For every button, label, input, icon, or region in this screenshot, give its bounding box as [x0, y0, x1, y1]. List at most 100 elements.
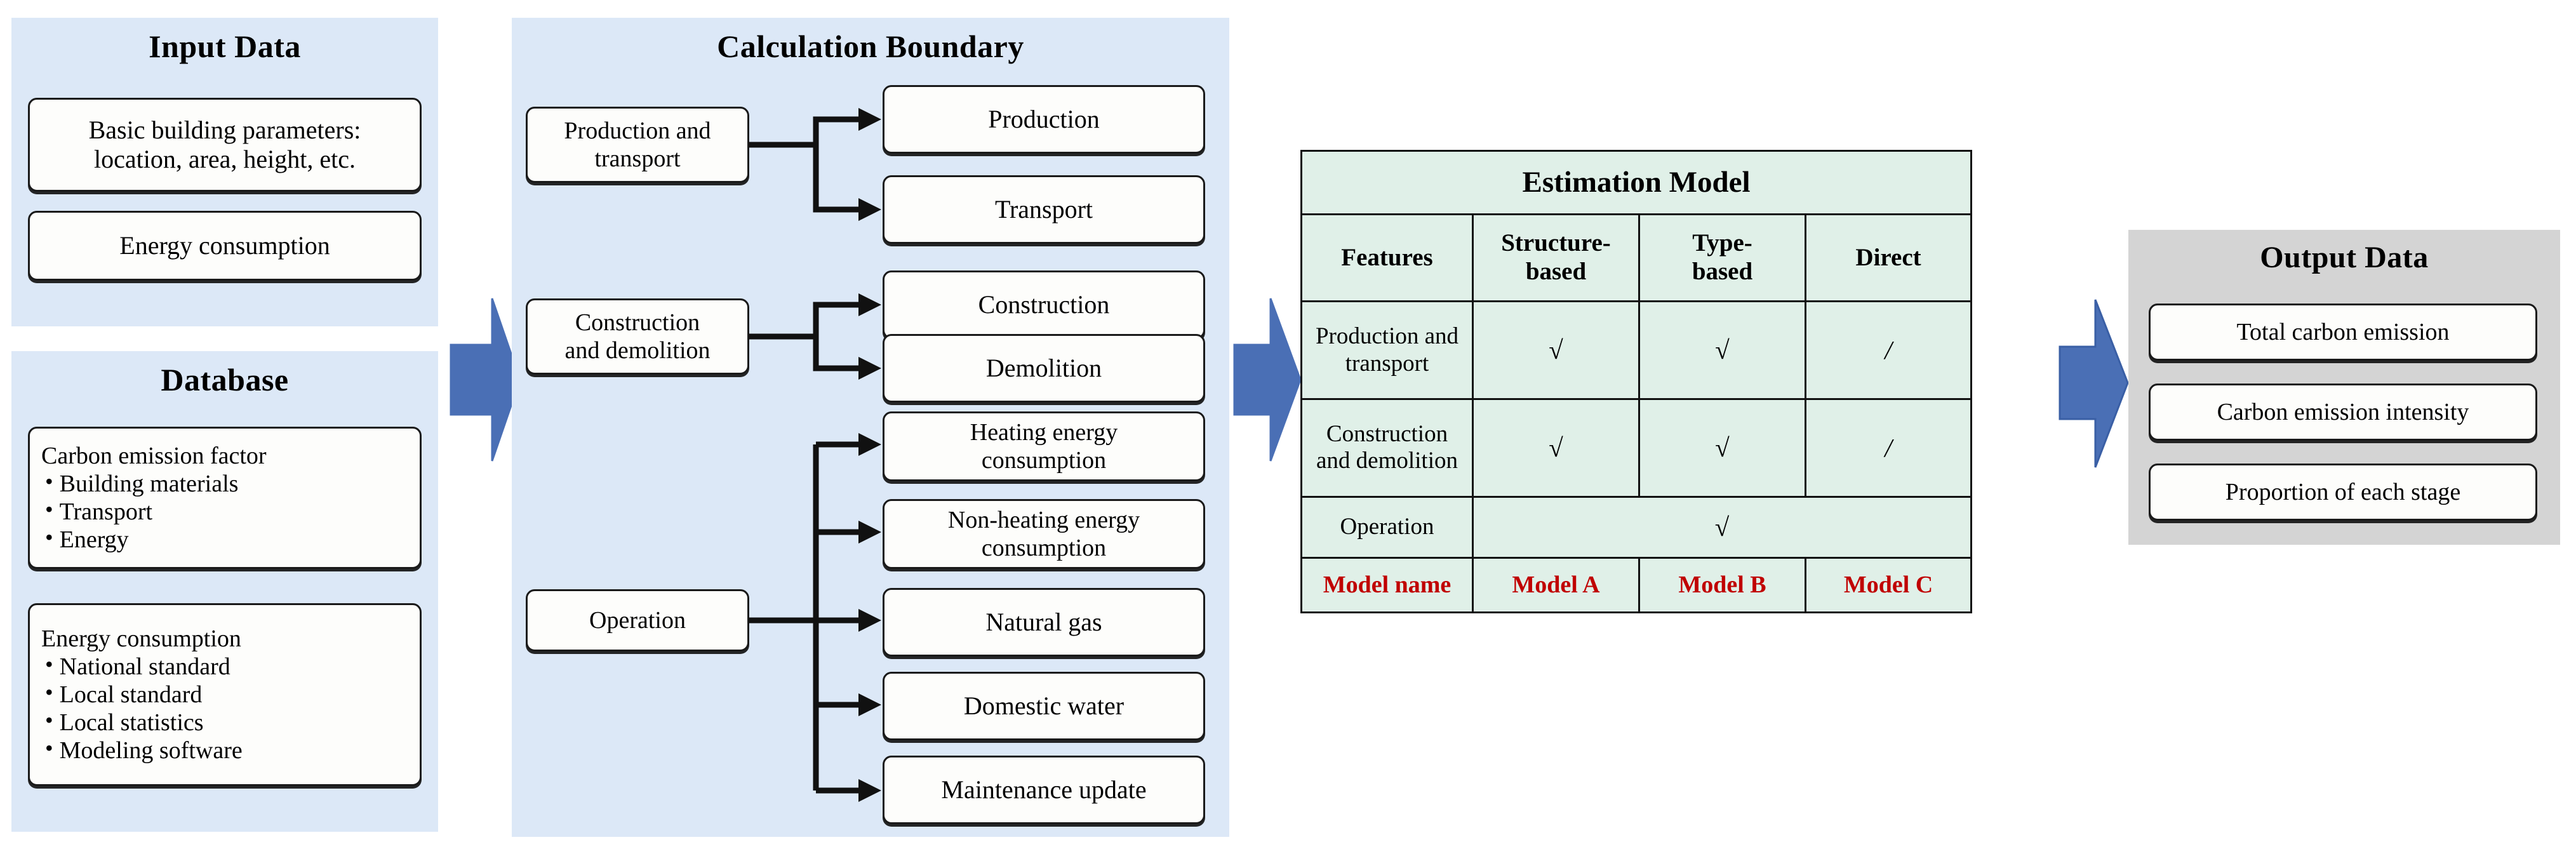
header-line-1: Type-	[1692, 229, 1752, 257]
item-box-maintenance-update[interactable]: Maintenance update	[883, 756, 1205, 824]
output-label: Carbon emission intensity	[2217, 398, 2469, 425]
stage-box-construction-and-demolition[interactable]: Construction and demolition	[526, 298, 749, 375]
stage-label-line-2: transport	[594, 145, 681, 172]
item-label: Natural gas	[985, 607, 1102, 636]
item-label: Construction	[978, 290, 1110, 319]
output-data-title: Output Data	[2260, 241, 2429, 274]
item-label: Demolition	[985, 353, 1102, 382]
database-box-carbon-emission-factor[interactable]: Carbon emission factor •Building materia…	[28, 427, 422, 569]
input-box-basic-building-parameters[interactable]: Basic building parameters: location, are…	[28, 98, 422, 192]
row-label-line-1: Construction	[1326, 420, 1448, 447]
cell-operation-all-models: √	[1471, 495, 1973, 559]
list-item: •Building materials	[41, 470, 408, 498]
stage-label-line-1: Construction	[575, 309, 700, 336]
list-item-label: Local statistics	[59, 709, 204, 737]
cell-construction-structure-based: √	[1472, 397, 1640, 498]
header-line-1: Structure-	[1501, 229, 1611, 257]
list-item-label: Local standard	[59, 681, 203, 708]
list-item: •Local standard	[41, 681, 408, 709]
list-item: •Energy	[41, 526, 408, 554]
output-label: Total carbon emission	[2236, 318, 2450, 345]
row-label-operation: Operation	[1300, 495, 1474, 559]
item-label-line-2: consumption	[981, 447, 1107, 474]
stage-box-production-and-transport[interactable]: Production and transport	[526, 107, 749, 183]
bullet-icon: •	[45, 735, 53, 761]
list-item-label: Transport	[59, 498, 153, 525]
list-item: •Modeling software	[41, 737, 408, 764]
header-line-2: based	[1692, 258, 1753, 286]
row-label-line-2: and demolition	[1316, 448, 1458, 474]
item-box-non-heating-energy-consumption[interactable]: Non-heating energy consumption	[883, 499, 1205, 569]
item-label-line-1: Heating energy	[970, 418, 1118, 446]
item-box-demolition[interactable]: Demolition	[883, 334, 1205, 403]
calculation-boundary-title: Calculation Boundary	[717, 29, 1024, 64]
list-item-label: National standard	[59, 653, 230, 680]
item-box-domestic-water[interactable]: Domestic water	[883, 672, 1205, 740]
stage-label-line-1: Operation	[589, 606, 686, 634]
list-item-label: Energy	[59, 526, 129, 554]
cell-model-a: Model A	[1472, 557, 1640, 613]
cell-construction-direct: /	[1804, 397, 1973, 498]
column-header-structure-based: Structure- based	[1472, 213, 1640, 303]
database-box-energy-consumption-sources[interactable]: Energy consumption •National standard •L…	[28, 603, 422, 786]
cell-model-c: Model C	[1804, 557, 1973, 613]
table-row-header: Features Structure- based Type- based Di…	[1300, 213, 1973, 303]
cell-model-b: Model B	[1638, 557, 1806, 613]
arrow-model-to-output-icon	[2059, 299, 2129, 468]
arrow-input-to-boundary-icon	[450, 298, 521, 462]
row-label-production-and-transport: Production and transport	[1300, 300, 1474, 400]
input-energy-consumption-label: Energy consumption	[119, 230, 330, 260]
energy-consumption-list: •National standard •Local standard •Loca…	[41, 653, 408, 764]
header-line-2: based	[1525, 258, 1587, 286]
column-header-type-based: Type- based	[1638, 213, 1806, 303]
table-row-model-name: Model name Model A Model B Model C	[1300, 557, 1973, 613]
item-label-line-2: consumption	[981, 535, 1107, 561]
item-label: Transport	[994, 194, 1093, 224]
carbon-emission-factor-heading: Carbon emission factor	[41, 442, 267, 469]
table-row-production-and-transport: Production and transport √ √ /	[1300, 300, 1973, 400]
column-header-features: Features	[1300, 213, 1474, 303]
bullet-icon: •	[45, 497, 53, 522]
stage-box-operation[interactable]: Operation	[526, 589, 749, 651]
output-label: Proportion of each stage	[2225, 478, 2461, 505]
cell-production-type-based: √	[1638, 300, 1806, 400]
item-box-transport[interactable]: Transport	[883, 175, 1205, 244]
input-box-energy-consumption[interactable]: Energy consumption	[28, 211, 422, 281]
carbon-emission-factor-list: •Building materials •Transport •Energy	[41, 470, 408, 554]
row-label-line-2: transport	[1345, 350, 1429, 377]
table-row-construction-and-demolition: Construction and demolition √ √ /	[1300, 397, 1973, 498]
cell-production-structure-based: √	[1472, 300, 1640, 400]
stage-label-line-1: Production and	[564, 117, 711, 144]
basic-params-line-2: location, area, height, etc.	[93, 145, 356, 173]
bullet-icon: •	[45, 707, 53, 733]
item-box-heating-energy-consumption[interactable]: Heating energy consumption	[883, 411, 1205, 481]
stage-label-line-2: and demolition	[564, 337, 711, 364]
item-label: Production	[988, 104, 1100, 133]
list-item-label: Modeling software	[59, 737, 243, 764]
bullet-icon: •	[45, 468, 53, 494]
item-label: Domestic water	[963, 691, 1124, 720]
input-data-title: Input Data	[149, 29, 301, 64]
list-item: •National standard	[41, 653, 408, 681]
item-label: Maintenance update	[941, 775, 1147, 804]
estimation-model-table[interactable]: Estimation Model Features Structure- bas…	[1300, 150, 1973, 613]
list-item: •Local statistics	[41, 709, 408, 737]
database-title: Database	[161, 362, 289, 397]
list-item-label: Building materials	[59, 470, 239, 497]
estimation-model-title: Estimation Model	[1300, 150, 1973, 215]
bullet-icon: •	[45, 679, 53, 705]
column-header-direct: Direct	[1804, 213, 1973, 303]
list-item: •Transport	[41, 498, 408, 526]
item-box-construction[interactable]: Construction	[883, 270, 1205, 339]
output-box-total-carbon-emission[interactable]: Total carbon emission	[2149, 304, 2537, 361]
output-box-proportion-of-each-stage[interactable]: Proportion of each stage	[2149, 464, 2537, 521]
header-line-1: Direct	[1855, 243, 1921, 271]
output-box-carbon-emission-intensity[interactable]: Carbon emission intensity	[2149, 384, 2537, 441]
energy-consumption-heading: Energy consumption	[41, 625, 241, 652]
item-box-natural-gas[interactable]: Natural gas	[883, 588, 1205, 657]
bullet-icon: •	[45, 524, 53, 550]
table-row-title: Estimation Model	[1300, 150, 1973, 215]
item-box-production[interactable]: Production	[883, 85, 1205, 154]
item-label-line-1: Non-heating energy	[947, 506, 1140, 533]
arrow-boundary-to-model-icon	[1233, 298, 1302, 462]
